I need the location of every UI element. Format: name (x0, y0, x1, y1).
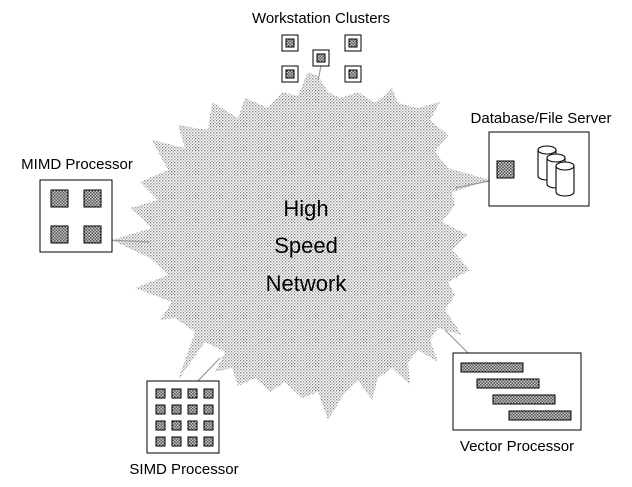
server-icon (496, 160, 515, 179)
simd-processor (146, 380, 220, 454)
vector-label: Vector Processor (460, 438, 574, 455)
database-server (488, 131, 590, 207)
workstation-icon (281, 65, 299, 83)
vector-bar (492, 394, 556, 405)
connector-workstations (317, 65, 322, 81)
workstation-icon (312, 49, 330, 67)
mimd-label: MIMD Processor (21, 156, 133, 173)
workstation-icon (344, 65, 362, 83)
connector-simd (194, 357, 221, 385)
simd-cell (203, 436, 214, 447)
simd-cell (155, 420, 166, 431)
connectors (105, 65, 495, 385)
simd-cell (187, 388, 198, 399)
simd-cell (187, 420, 198, 431)
processor-cell (50, 225, 69, 244)
network-line-2: Speed (274, 233, 338, 258)
simd-cell (171, 436, 182, 447)
vector-bar (508, 410, 572, 421)
simd-cell (187, 404, 198, 415)
disk-stack-icon (537, 145, 575, 197)
processor-cell (83, 225, 102, 244)
simd-cell (171, 420, 182, 431)
connector-database (454, 179, 495, 189)
simd-cell (155, 404, 166, 415)
simd-cell (155, 436, 166, 447)
workstation-cluster (281, 34, 362, 83)
connector-vector (444, 329, 471, 356)
simd-cell (171, 404, 182, 415)
vector-bar (476, 378, 540, 389)
processor-cell (50, 189, 69, 208)
simd-cell (203, 404, 214, 415)
simd-cell (203, 420, 214, 431)
vector-bar (460, 362, 524, 373)
workstation-icon (281, 34, 299, 52)
simd-cell (187, 436, 198, 447)
connector-mimd (105, 239, 151, 243)
processor-cell (83, 189, 102, 208)
simd-cell (203, 388, 214, 399)
vector-processor (452, 352, 582, 431)
simd-label: SIMD Processor (129, 461, 238, 478)
simd-cell (171, 388, 182, 399)
workstation-icon (344, 34, 362, 52)
network-starburst (112, 72, 490, 420)
network-line-3: Network (266, 271, 348, 296)
workstations-label: Workstation Clusters (252, 10, 390, 27)
network-line-1: High (283, 196, 328, 221)
database-label: Database/File Server (471, 110, 612, 127)
mimd-processor (39, 179, 113, 253)
simd-cell (155, 388, 166, 399)
